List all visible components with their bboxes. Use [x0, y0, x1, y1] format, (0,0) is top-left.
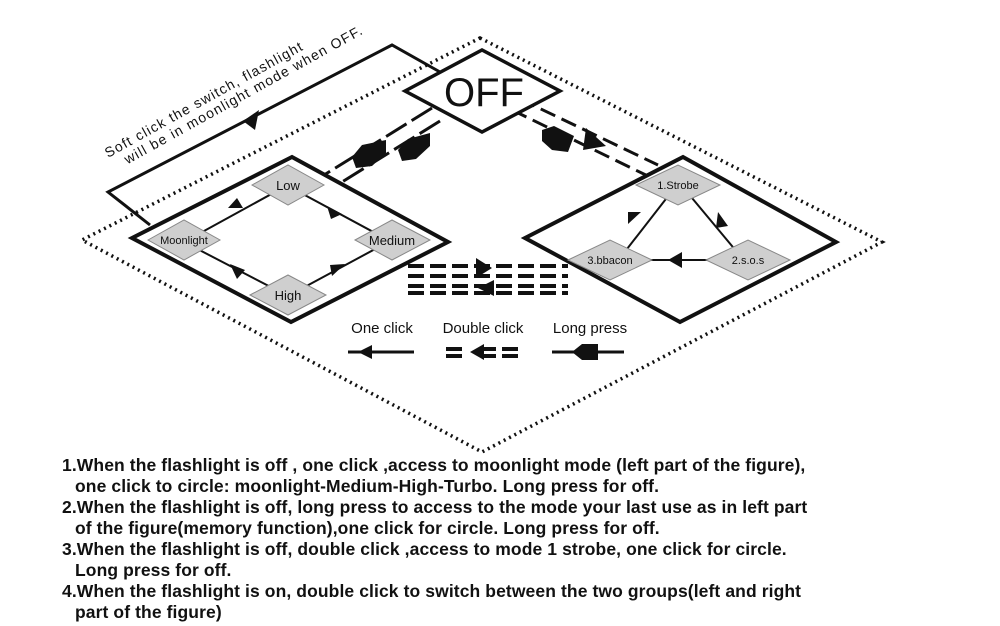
one-click-arrow	[716, 212, 728, 228]
legend: One click Double click Long press	[348, 320, 627, 360]
mode-beacon: 3.bbacon	[566, 239, 654, 281]
one-click-arrow	[668, 252, 682, 268]
instruction-line: of the figure(memory function),one click…	[75, 518, 660, 538]
mode-beacon-label: 3.bbacon	[587, 255, 632, 267]
instruction-item: 1.When the flashlight is off , one click…	[62, 455, 982, 497]
mode-moonlight-label: Moonlight	[160, 235, 208, 247]
off-label: OFF	[444, 71, 524, 115]
one-click-arrow	[628, 212, 641, 224]
flashlight-mode-diagram: Soft click the switch, flashlight will b…	[78, 22, 886, 454]
instruction-line: 3.When the flashlight is off, double cli…	[62, 539, 787, 559]
group-switch-double-click	[408, 258, 568, 296]
long-press-marker-right	[542, 126, 574, 152]
legend-one-click-label: One click	[351, 320, 413, 337]
mode-low: Low	[250, 164, 326, 206]
right-mode-group	[520, 154, 841, 325]
mode-moonlight: Moonlight	[146, 219, 222, 261]
outer-dotted-boundary	[78, 36, 886, 454]
mode-high-label: High	[275, 288, 302, 303]
instruction-line: Long press for off.	[75, 560, 232, 580]
mode-sos-label: 2.s.o.s	[732, 255, 765, 267]
instruction-item: 4.When the flashlight is on, double clic…	[62, 581, 982, 623]
one-click-arrow	[327, 206, 342, 219]
long-press-marker-left-2	[398, 133, 430, 161]
instructions-list: 1.When the flashlight is off , one click…	[62, 455, 982, 623]
instruction-line: 2.When the flashlight is off, long press…	[62, 497, 808, 517]
one-click-arrow	[228, 198, 243, 208]
soft-click-arrowhead	[243, 110, 259, 130]
legend-double-click-symbol	[446, 344, 518, 360]
one-click-arrow	[330, 264, 345, 276]
instruction-line: 4.When the flashlight is on, double clic…	[62, 581, 802, 601]
double-click-arrow-right	[583, 128, 606, 150]
instruction-line: 1.When the flashlight is off , one click…	[62, 455, 806, 475]
instruction-line: part of the figure)	[75, 602, 222, 622]
one-click-arrow	[230, 264, 245, 279]
instruction-item: 2.When the flashlight is off, long press…	[62, 497, 982, 539]
mode-strobe-label: 1.Strobe	[657, 180, 699, 192]
soft-click-note: Soft click the switch, flashlight will b…	[102, 22, 366, 168]
mode-medium: Medium	[353, 219, 432, 261]
legend-one-click-symbol	[348, 345, 414, 359]
off-diamond	[401, 48, 564, 134]
mode-strobe: 1.Strobe	[634, 164, 722, 206]
mode-sos: 2.s.o.s	[704, 239, 792, 281]
left-mode-group	[127, 154, 453, 325]
mode-low-label: Low	[276, 178, 300, 193]
legend-long-press-label: Long press	[553, 320, 627, 337]
long-press-marker-left-1	[352, 140, 386, 168]
mode-high: High	[248, 274, 328, 316]
instruction-item: 3.When the flashlight is off, double cli…	[62, 539, 982, 581]
instruction-line: one click to circle: moonlight-Medium-Hi…	[75, 476, 660, 496]
legend-double-click-label: Double click	[443, 320, 524, 337]
legend-long-press-symbol	[552, 344, 624, 360]
soft-click-note-line2: will be in moonlight mode when OFF.	[120, 22, 365, 168]
mode-medium-label: Medium	[369, 233, 415, 248]
